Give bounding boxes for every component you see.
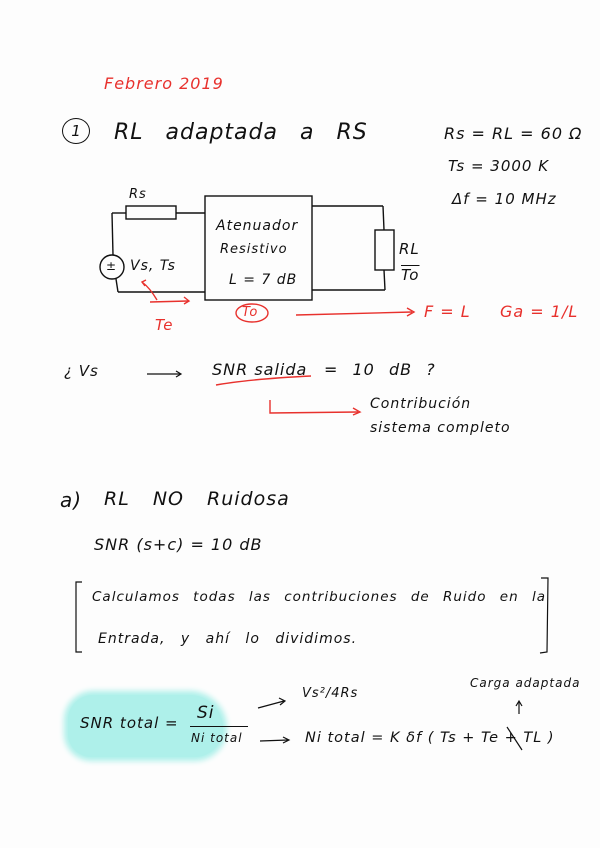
given-bandwidth: Δf = 10 MHz bbox=[452, 190, 557, 208]
output-arrow bbox=[295, 311, 413, 316]
source-label: Vs, Ts bbox=[130, 258, 176, 274]
noise-expression: Ni total = K δf ( Ts + Te + TL ) bbox=[305, 730, 555, 746]
note-line-2: sistema completo bbox=[370, 420, 511, 436]
given-resistances: Rs = RL = 60 Ω bbox=[444, 124, 583, 143]
given-source-temp: Ts = 3000 K bbox=[448, 157, 550, 175]
note-arrow bbox=[269, 400, 359, 414]
question-prefix: ¿ Vs bbox=[64, 362, 99, 380]
block-temp-label: To bbox=[242, 305, 259, 320]
gain-result: Ga = 1/L bbox=[500, 302, 579, 321]
cross-out-mark bbox=[506, 726, 523, 751]
voltage-source-symbol bbox=[99, 254, 125, 280]
fraction-bar bbox=[190, 726, 248, 727]
formula-denominator: Ni total bbox=[191, 731, 243, 745]
load-resistor-label: RL bbox=[399, 240, 420, 258]
te-label: Te bbox=[155, 316, 174, 334]
load-temp-label: To bbox=[401, 266, 420, 284]
part-a-title: RL NO Ruidosa bbox=[104, 488, 290, 510]
left-bracket bbox=[75, 581, 82, 653]
block-line-1: Atenuador bbox=[216, 218, 299, 234]
formula-numerator: Si bbox=[197, 703, 215, 723]
signal-expression: Vs²/4Rs bbox=[302, 686, 359, 701]
note-line-1: Contribución bbox=[370, 396, 472, 412]
bracket-line-1: Calculamos todas las contribuciones de R… bbox=[92, 589, 546, 605]
source-resistor-label: Rs bbox=[129, 187, 147, 202]
problem-number-badge: 1 bbox=[62, 118, 90, 144]
te-arrow bbox=[149, 300, 189, 303]
source-symbol: ± bbox=[106, 259, 118, 273]
block-line-3: L = 7 dB bbox=[229, 272, 298, 288]
question-target: SNR salida bbox=[212, 360, 308, 379]
problem-title: RL adaptada a RS bbox=[114, 120, 368, 145]
formula-lhs: SNR total = bbox=[80, 714, 179, 732]
bracket-line-2: Entrada, y ahí lo dividimos. bbox=[98, 631, 358, 647]
right-bracket bbox=[539, 577, 549, 654]
noise-figure-result: F = L bbox=[424, 302, 471, 321]
to-circle bbox=[235, 303, 269, 323]
question-equals: = 10 dB ? bbox=[324, 360, 436, 379]
matched-load-annotation: Carga adaptada bbox=[470, 676, 581, 690]
block-line-2: Resistivo bbox=[220, 242, 288, 257]
attenuator-block bbox=[204, 195, 313, 301]
date-header: Febrero 2019 bbox=[104, 74, 224, 93]
snr-equation: SNR (s+c) = 10 dB bbox=[94, 535, 263, 554]
part-a-label: a) bbox=[60, 488, 83, 512]
snr-underline bbox=[215, 375, 312, 386]
